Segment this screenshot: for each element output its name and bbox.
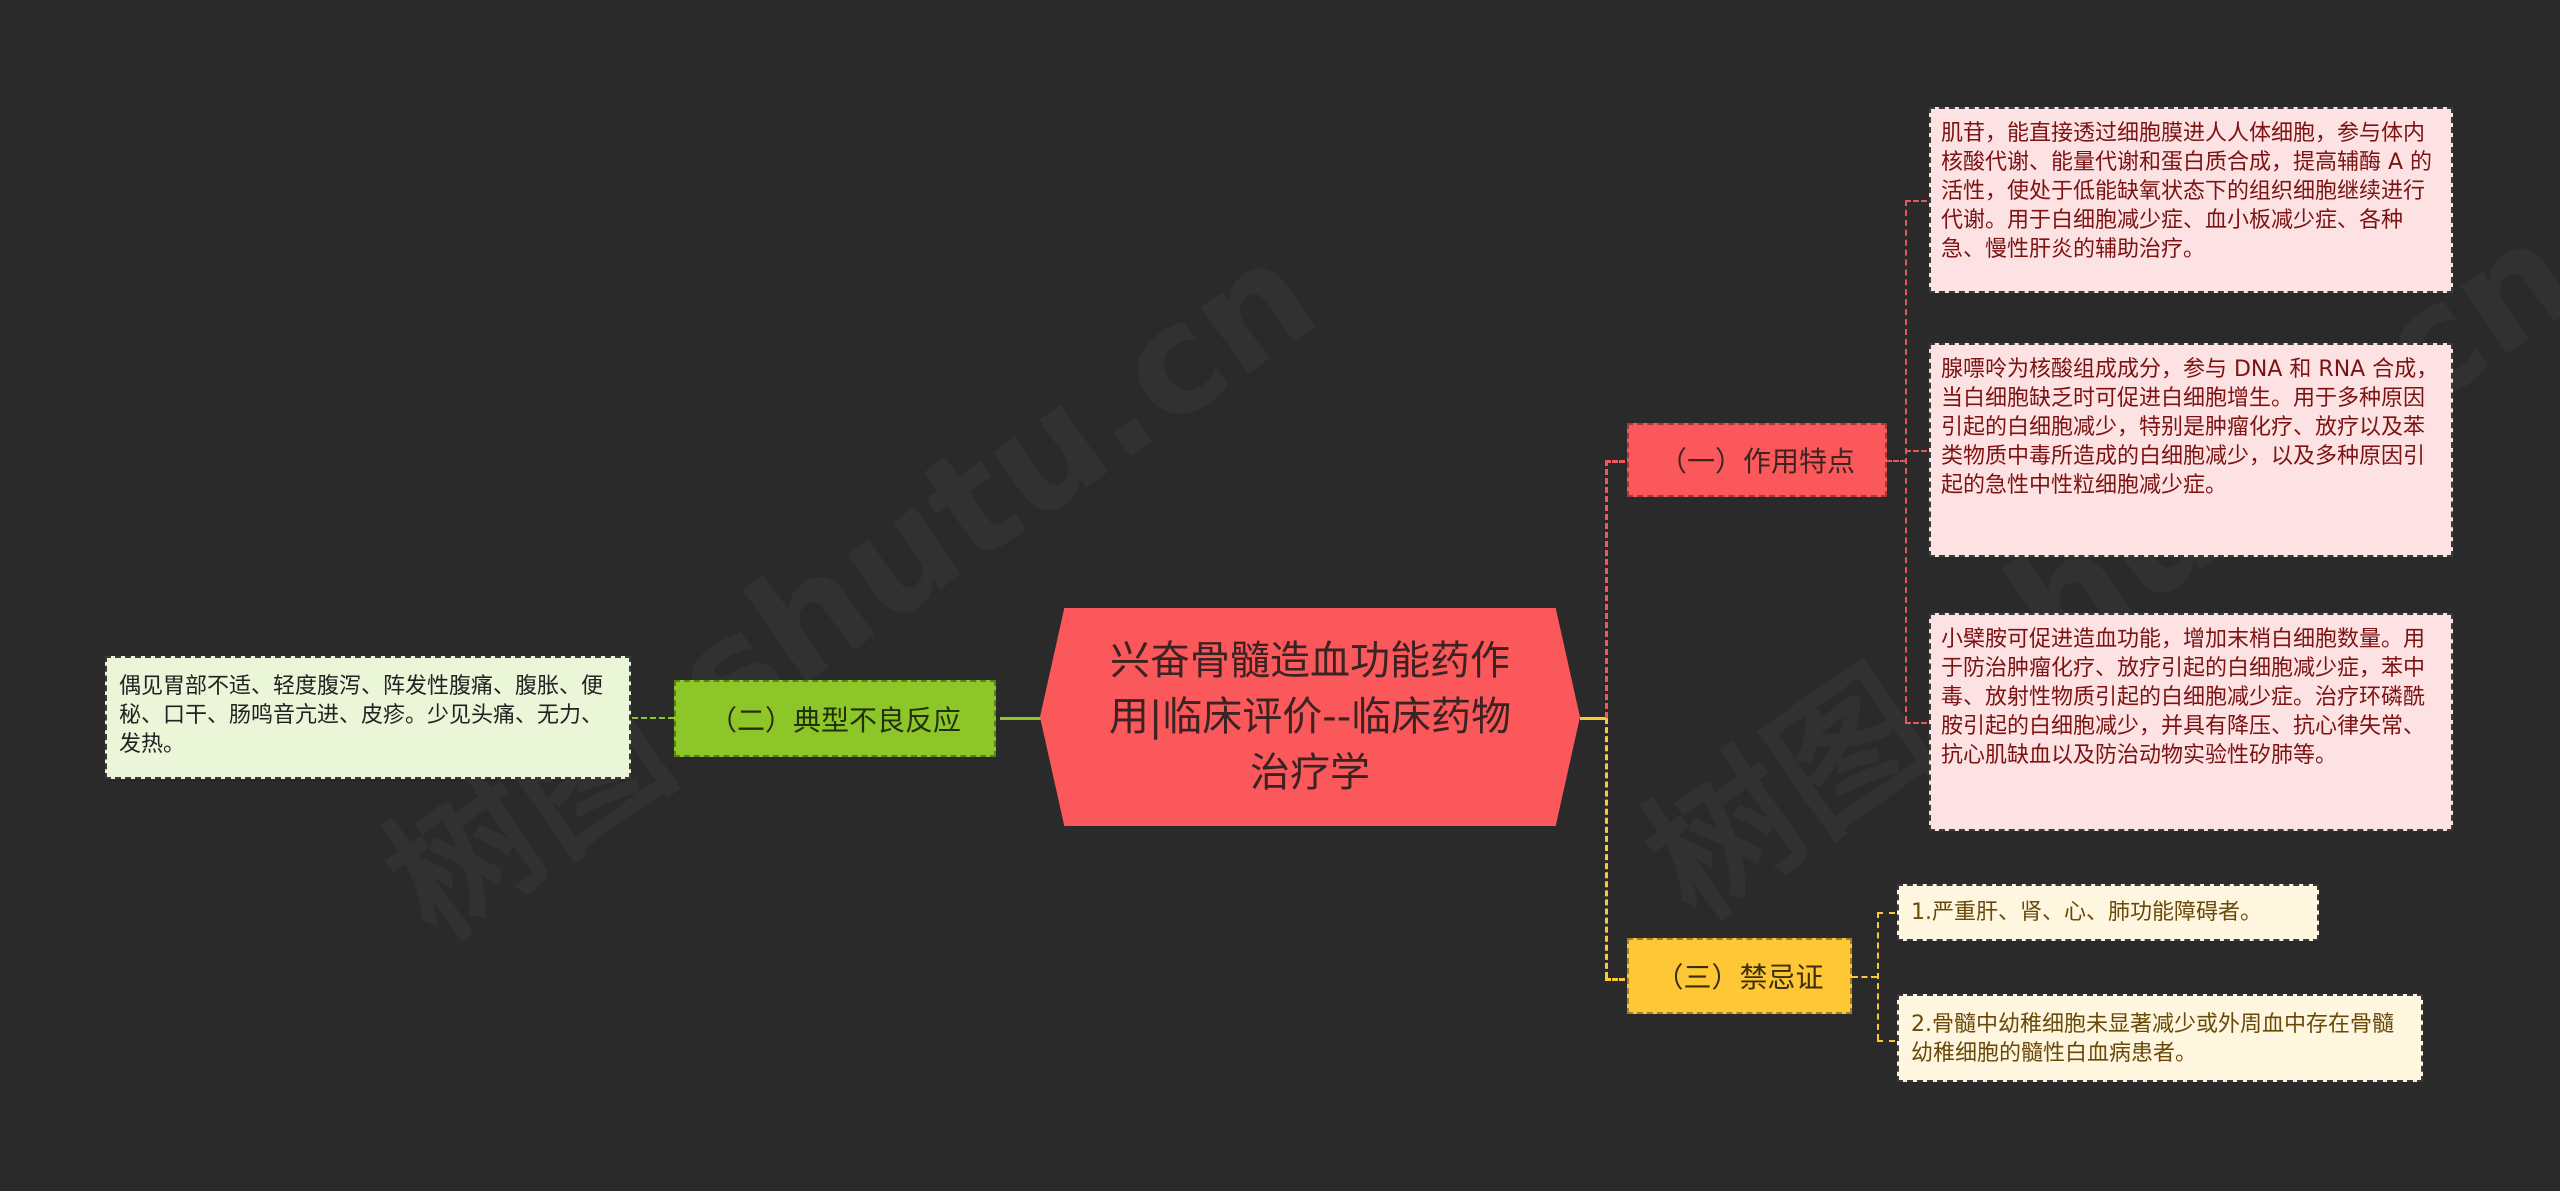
connector-leaf-3a (1877, 912, 1895, 914)
connector-leaf-1a (1905, 200, 1927, 202)
root-title: 兴奋骨髓造血功能药作用|临床评价--临床药物治疗学 (1108, 638, 1512, 796)
leaf-text: 偶见胃部不适、轻度腹泻、阵发性腹痛、腹胀、便秘、口干、肠鸣音亢进、皮疹。少见头痛… (119, 674, 604, 757)
leaf-text: 腺嘌呤为核酸组成成分，参与 DNA 和 RNA 合成，当白细胞缺乏时可促进白细胞… (1941, 357, 2439, 498)
leaf-node-berbamine[interactable]: 小檗胺可促进造血功能，增加末梢白细胞数量。用于防治肿瘤化疗、放疗引起的白细胞减少… (1929, 613, 2453, 831)
connector-branch-3-out (1852, 976, 1877, 978)
bracket-branch-1 (1905, 200, 1907, 722)
leaf-text: 2.骨髓中幼稚细胞未显著减少或外周血中存在骨髓幼稚细胞的髓性白血病患者。 (1911, 1012, 2394, 1066)
connector-leaf-3b (1877, 1040, 1895, 1042)
leaf-node-adenine[interactable]: 腺嘌呤为核酸组成成分，参与 DNA 和 RNA 合成，当白细胞缺乏时可促进白细胞… (1929, 343, 2453, 557)
branch-node-effects[interactable]: （一）作用特点 (1627, 423, 1887, 497)
branch-label: （二）典型不良反应 (708, 703, 961, 737)
connector-trunk-red (1605, 460, 1608, 718)
leaf-text: 1.严重肝、肾、心、肺功能障碍者。 (1911, 900, 2262, 925)
leaf-text: 肌苷，能直接透过细胞膜进人人体细胞，参与体内核酸代谢、能量代谢和蛋白质合成，提高… (1941, 121, 2433, 262)
connector-root-left (1000, 717, 1042, 720)
connector-leaf-2a (632, 717, 674, 719)
leaf-node-contra-2[interactable]: 2.骨髓中幼稚细胞未显著减少或外周血中存在骨髓幼稚细胞的髓性白血病患者。 (1897, 994, 2423, 1082)
leaf-node-contra-1[interactable]: 1.严重肝、肾、心、肺功能障碍者。 (1897, 884, 2319, 941)
connector-to-branch-3 (1605, 978, 1625, 981)
leaf-node-inosine[interactable]: 肌苷，能直接透过细胞膜进人人体细胞，参与体内核酸代谢、能量代谢和蛋白质合成，提高… (1929, 107, 2453, 293)
watermark: 树图 shutu.cn (336, 178, 1350, 979)
branch-label: （一）作用特点 (1658, 445, 1855, 478)
connector-trunk-yellow (1605, 718, 1608, 978)
bracket-branch-3 (1877, 912, 1879, 1040)
root-node[interactable]: 兴奋骨髓造血功能药作用|临床评价--临床药物治疗学 (1040, 608, 1580, 826)
branch-node-adverse-reactions[interactable]: （二）典型不良反应 (674, 680, 996, 757)
branch-label: （三）禁忌证 (1655, 961, 1824, 994)
leaf-node-adverse-detail[interactable]: 偶见胃部不适、轻度腹泻、阵发性腹痛、腹胀、便秘、口干、肠鸣音亢进、皮疹。少见头痛… (105, 656, 631, 779)
connector-branch-1-out (1886, 460, 1906, 462)
leaf-text: 小檗胺可促进造血功能，增加末梢白细胞数量。用于防治肿瘤化疗、放疗引起的白细胞减少… (1941, 627, 2426, 768)
connector-root-right (1580, 717, 1606, 720)
connector-to-branch-1 (1605, 460, 1625, 463)
connector-leaf-1c (1905, 722, 1927, 724)
connector-leaf-1b (1905, 450, 1927, 452)
branch-node-contraindications[interactable]: （三）禁忌证 (1627, 938, 1852, 1014)
